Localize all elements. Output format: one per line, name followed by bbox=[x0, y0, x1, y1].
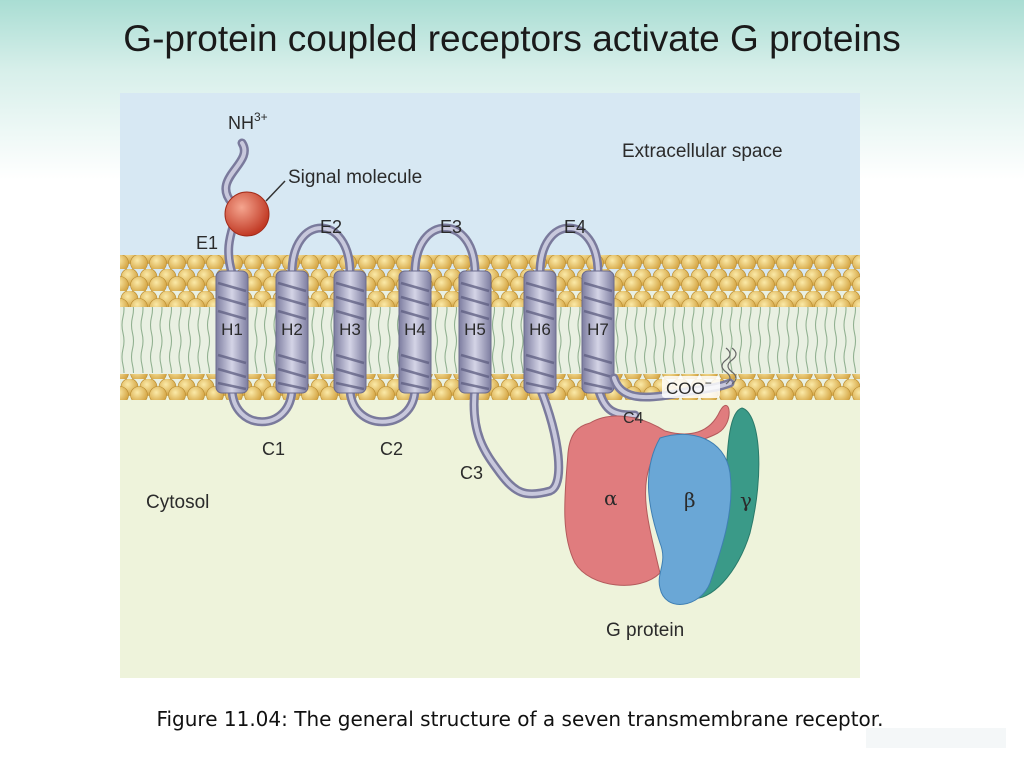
helix-label-7: H7 bbox=[587, 320, 609, 339]
helix-label-2: H2 bbox=[281, 320, 303, 339]
loop-label-e4: E4 bbox=[564, 217, 586, 237]
loop-label-c1: C1 bbox=[262, 439, 285, 459]
loop-label-e3: E3 bbox=[440, 217, 462, 237]
lipid-anchor bbox=[721, 347, 737, 385]
signal-molecule-label: Signal molecule bbox=[288, 167, 422, 188]
n-terminus-label: NH3+ bbox=[228, 110, 268, 133]
extracellular-label: Extracellular space bbox=[622, 141, 783, 162]
watermark bbox=[866, 728, 1006, 748]
helix-label-4: H4 bbox=[404, 320, 426, 339]
loop-label-e2: E2 bbox=[320, 217, 342, 237]
loop-label-c4: C4 bbox=[623, 410, 644, 427]
gpcr-figure: H1 H2 H3 H4 H5 H6 H7 NH3+ Signal molecul… bbox=[120, 93, 860, 678]
beta-subunit bbox=[648, 433, 732, 605]
helix-label-6: H6 bbox=[529, 320, 551, 339]
helix-label-1: H1 bbox=[221, 320, 243, 339]
gamma-label: γ bbox=[740, 488, 752, 512]
cytosol-label: Cytosol bbox=[146, 492, 209, 513]
c-terminus-label: COO− bbox=[666, 376, 712, 398]
loop-label-c3: C3 bbox=[460, 463, 483, 483]
helix-label-3: H3 bbox=[339, 320, 361, 339]
g-protein-label: G protein bbox=[606, 620, 684, 641]
figure-caption: Figure 11.04: The general structure of a… bbox=[156, 707, 884, 731]
loop-label-e1: E1 bbox=[196, 233, 218, 253]
helix-label-5: H5 bbox=[464, 320, 486, 339]
loop-label-c2: C2 bbox=[380, 439, 403, 459]
slide-title: G-protein coupled receptors activate G p… bbox=[123, 18, 901, 59]
signal-molecule-leader bbox=[265, 180, 286, 202]
alpha-label: α bbox=[604, 486, 618, 510]
beta-label: β bbox=[684, 488, 696, 512]
signal-molecule bbox=[224, 191, 270, 237]
